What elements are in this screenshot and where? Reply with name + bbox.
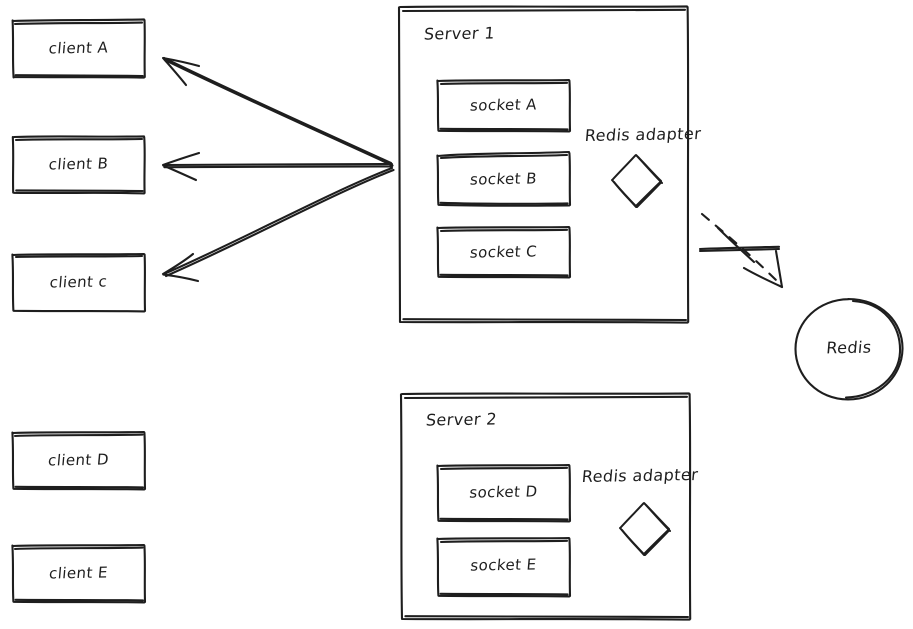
- socket-b-box[interactable]: [436, 150, 572, 207]
- blocked-x-icon: [698, 226, 781, 264]
- client-e-box[interactable]: [11, 543, 147, 604]
- redis-circle[interactable]: [794, 297, 904, 401]
- arrow-to-client-a: [161, 56, 394, 167]
- client-c-box[interactable]: [11, 252, 147, 313]
- socket-a-box[interactable]: [436, 78, 572, 133]
- arrow-to-client-c: [161, 166, 395, 283]
- server-2-box[interactable]: [399, 392, 692, 621]
- socket-d-box[interactable]: [436, 463, 572, 523]
- arrow-to-client-b: [161, 151, 394, 182]
- client-b-box[interactable]: [11, 135, 146, 195]
- server-1-adapter-diamond[interactable]: [611, 154, 663, 208]
- server-2-adapter-diamond[interactable]: [619, 502, 671, 556]
- socket-e-box[interactable]: [436, 536, 572, 598]
- arrow-to-redis-dashed: [700, 212, 783, 287]
- arrow-to-redis-head: [742, 249, 784, 289]
- socket-c-box[interactable]: [436, 225, 572, 279]
- server-1-box[interactable]: [397, 5, 690, 324]
- client-a-box[interactable]: [11, 18, 146, 79]
- client-d-box[interactable]: [11, 430, 147, 491]
